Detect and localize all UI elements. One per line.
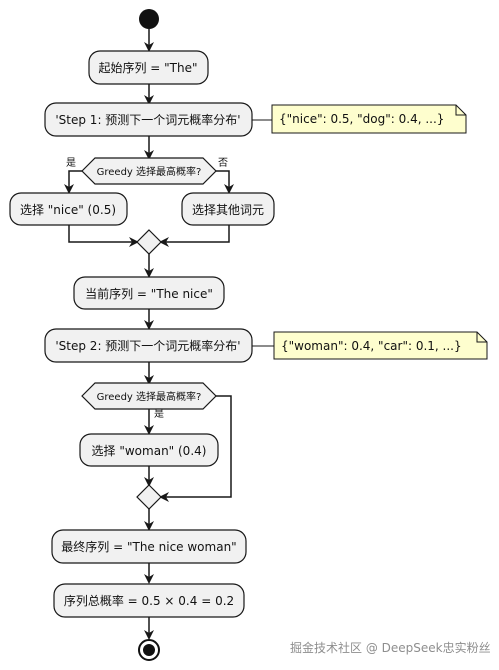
step2-label: 'Step 2: 预测下一个词元概率分布' xyxy=(55,338,240,353)
note2: {"woman": 0.4, "car": 0.1, ...} xyxy=(273,331,488,360)
decision1-yes-label: 是 xyxy=(66,157,76,169)
choose-other-node: 选择其他词元 xyxy=(181,192,275,226)
decision2-label: Greedy 选择最高概率? xyxy=(97,390,202,403)
note2-label: {"woman": 0.4, "car": 0.1, ...} xyxy=(281,339,462,353)
merge2-node xyxy=(136,484,162,510)
start-node xyxy=(139,9,159,29)
choose-woman-label: 选择 "woman" (0.4) xyxy=(92,444,207,458)
decision1-label: Greedy 选择最高概率? xyxy=(97,165,202,178)
total-probability-node: 序列总概率 = 0.5 × 0.4 = 0.2 xyxy=(53,583,245,618)
init-sequence-label: 起始序列 = "The" xyxy=(98,60,197,75)
choose-other-label: 选择其他词元 xyxy=(192,203,264,217)
init-sequence-node: 起始序列 = "The" xyxy=(88,50,209,85)
choose-nice-label: 选择 "nice" (0.5) xyxy=(20,203,116,217)
choose-nice-node: 选择 "nice" (0.5) xyxy=(9,192,128,226)
decision1-no-label: 否 xyxy=(218,157,228,169)
final-sequence-node: 最终序列 = "The nice woman" xyxy=(51,529,247,564)
current-sequence-node: 当前序列 = "The nice" xyxy=(73,276,225,310)
step1-label: 'Step 1: 预测下一个词元概率分布' xyxy=(55,112,240,127)
decision2-yes-label: 是 xyxy=(154,408,164,420)
end-node xyxy=(138,639,160,661)
decision1-yes-path xyxy=(64,170,82,194)
final-sequence-label: 最终序列 = "The nice woman" xyxy=(61,539,236,554)
note1: {"nice": 0.5, "dog": 0.4, ...} xyxy=(271,104,467,134)
current-sequence-label: 当前序列 = "The nice" xyxy=(85,286,213,301)
total-probability-label: 序列总概率 = 0.5 × 0.4 = 0.2 xyxy=(64,593,234,608)
choose-nice-merge-path xyxy=(68,225,139,247)
merge1-node xyxy=(136,229,162,255)
decision2-bypass-path xyxy=(159,395,232,502)
choose-woman-node: 选择 "woman" (0.4) xyxy=(79,433,219,467)
watermark-text: 掘金技术社区 @ DeepSeek忠实粉丝 xyxy=(290,640,491,655)
note1-label: {"nice": 0.5, "dog": 0.4, ...} xyxy=(279,112,444,126)
decision1-node: Greedy 选择最高概率? xyxy=(81,157,217,185)
choose-other-merge-path xyxy=(159,225,230,247)
decision2-node: Greedy 选择最高概率? xyxy=(81,382,217,410)
step1-node: 'Step 1: 预测下一个词元概率分布' xyxy=(44,102,253,137)
step2-node: 'Step 2: 预测下一个词元概率分布' xyxy=(44,328,253,363)
decision1-no-path xyxy=(216,170,234,194)
